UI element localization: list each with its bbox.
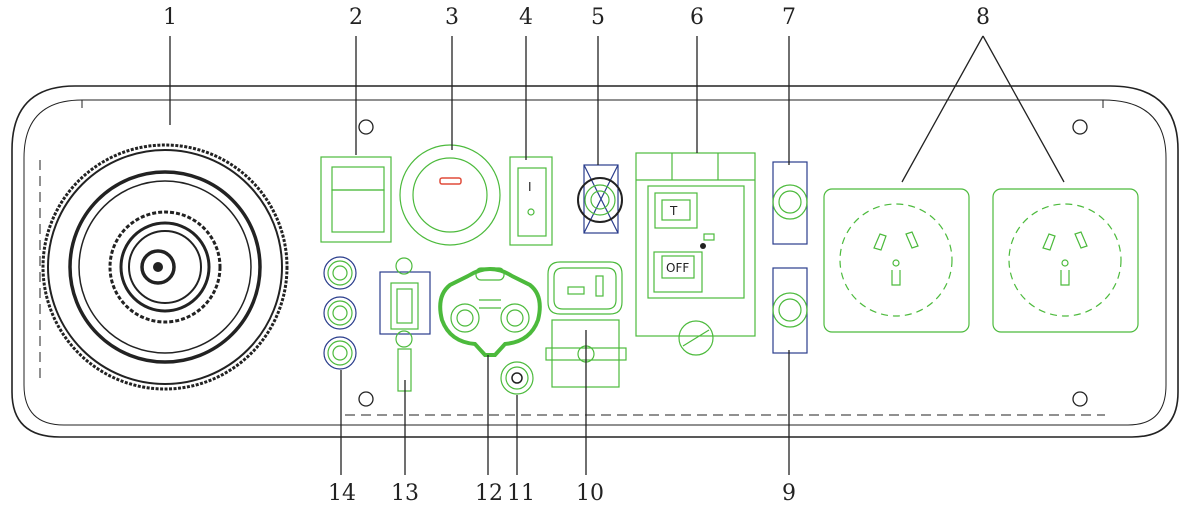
twin-connector-12 xyxy=(438,267,542,357)
ac-outlet-left xyxy=(823,188,970,333)
callout-11: 11 xyxy=(507,481,535,506)
mounting-screws xyxy=(358,119,1088,407)
callout-2: 2 xyxy=(349,5,363,30)
jack-11 xyxy=(500,361,534,395)
circuit-breaker-6: T OFF xyxy=(635,152,756,356)
fitting-9 xyxy=(772,267,808,354)
callout-10: 10 xyxy=(576,481,604,506)
fitting-7 xyxy=(772,161,808,245)
callout-5: 5 xyxy=(591,5,605,30)
callout-7: 7 xyxy=(782,5,796,30)
leader-lines xyxy=(169,35,1065,475)
round-indicator-3 xyxy=(399,144,501,246)
fuse-holder-13 xyxy=(379,257,431,392)
breaker-test-label: T xyxy=(669,204,678,218)
callout-9: 9 xyxy=(782,481,796,506)
rotary-knob-1 xyxy=(41,143,289,391)
jacks-14 xyxy=(323,256,357,370)
power-switch-4: I xyxy=(509,156,553,246)
callout-4: 4 xyxy=(519,5,533,30)
callout-13: 13 xyxy=(391,481,419,506)
callout-1: 1 xyxy=(163,5,177,30)
callout-12: 12 xyxy=(475,481,503,506)
switch-on-mark: I xyxy=(528,180,532,194)
breaker-off-label: OFF xyxy=(666,261,689,275)
fitting-5 xyxy=(577,164,623,234)
rocker-switch-2 xyxy=(320,156,392,243)
callout-8: 8 xyxy=(976,5,990,30)
ac-outlet-right xyxy=(992,188,1139,333)
callout-6: 6 xyxy=(690,5,704,30)
callout-3: 3 xyxy=(445,5,459,30)
callout-14: 14 xyxy=(328,481,356,506)
panel-outline xyxy=(11,85,1179,438)
callout-numbers: 1 2 3 4 5 6 7 8 9 10 11 12 13 14 xyxy=(163,5,990,506)
